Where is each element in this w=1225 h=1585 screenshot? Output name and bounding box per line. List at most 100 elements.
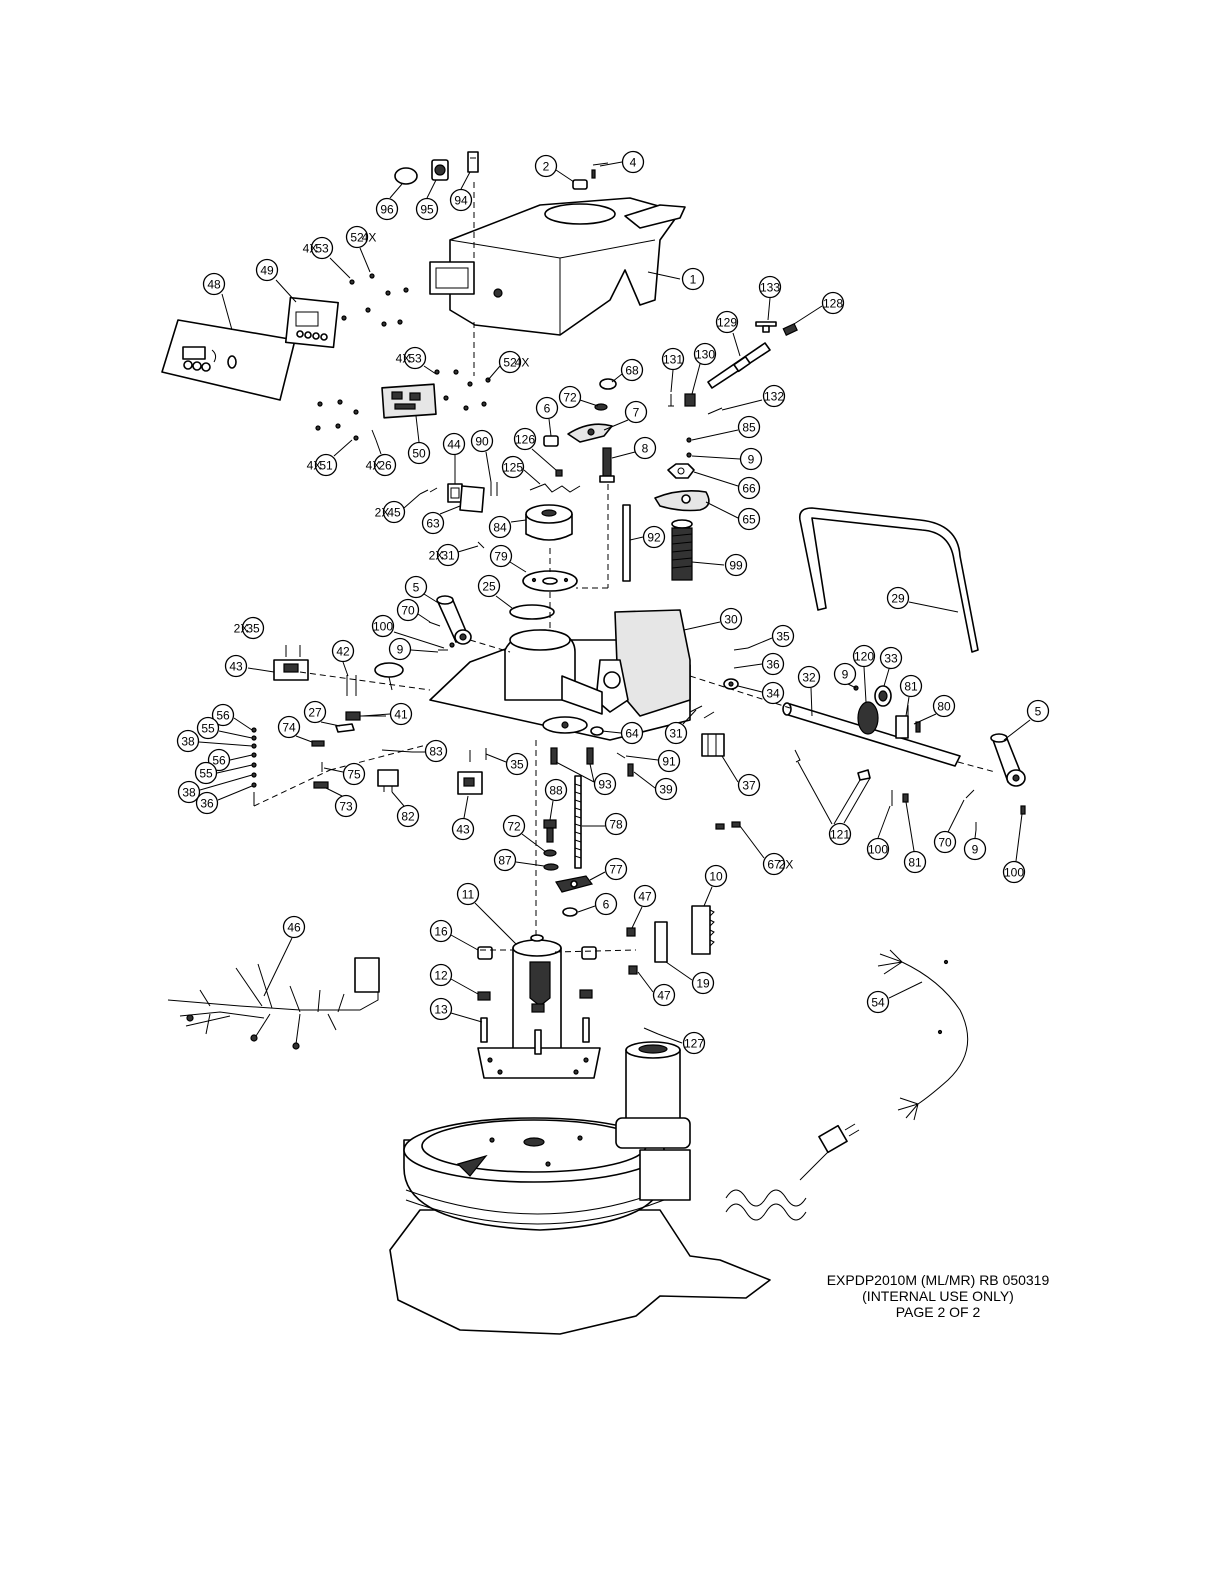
part-126-clip [555,469,563,477]
callout-88: 88 [544,778,568,802]
part-81-screw-lower [902,793,909,803]
callout-number: 67 [767,858,781,872]
callout-quantity: 2X [779,858,794,872]
callout-number: 82 [401,810,415,824]
callout-12: 12 [429,963,453,987]
callout-circle [194,761,218,785]
callout-number: 45 [387,506,401,520]
part-100-screw-right [1020,805,1026,815]
callout-number: 66 [742,482,756,496]
part-43-relay-upper [273,659,309,681]
callout-number: 38 [181,735,195,749]
part-drawings [161,151,1026,1335]
part-33-bearing [874,685,892,707]
part-6-bushing-lower [562,907,578,917]
part-64-nut [590,726,604,736]
part-10-rack [691,905,715,955]
callout-circle [544,778,568,802]
part-94-connector [467,151,479,173]
part-133-pin [755,321,777,333]
callout-circle [345,225,369,249]
callout-96: 96 [375,197,399,221]
callout-circle [375,197,399,221]
callout-number: 78 [609,818,623,832]
callout-circle [535,396,559,420]
callout-quantity: 4X [396,352,411,366]
part-25-o-ring [509,604,555,620]
callout-number: 83 [429,745,443,759]
part-12-bolts [477,989,593,1013]
part-79-spacer [522,570,578,592]
callout-number: 19 [696,977,710,991]
callout-9: 9 [739,447,763,471]
part-77-cam [555,875,594,893]
callout-number: 84 [493,521,507,535]
part-130-block [684,393,696,407]
part-47-screw-upper [626,927,636,937]
callout-circle [761,681,785,705]
callout-circle [758,275,782,299]
callout-129: 129 [715,310,739,334]
callout-36: 36 [195,791,219,815]
callout-36: 36 [761,652,785,676]
callout-number: 43 [456,823,470,837]
callout-circle [314,453,338,477]
callout-circle [652,983,676,1007]
callout-number: 33 [884,652,898,666]
callout-number: 72 [563,391,577,405]
callout-circle [342,762,366,786]
callout-circle [415,197,439,221]
callout-circle [620,721,644,745]
part-131-screw [668,394,674,407]
callout-65: 65 [737,507,761,531]
callout-4: 4 [621,150,645,174]
callout-number: 6 [544,402,551,416]
callout-number: 132 [764,390,784,404]
callout-30: 30 [719,607,743,631]
callout-93: 93 [593,772,617,796]
callout-number: 56 [212,754,226,768]
callout-circle [501,455,525,479]
callout-70: 70 [933,830,957,854]
part-121-clips [794,749,871,781]
part-31-screw-left [477,541,485,549]
callout-131: 131 [661,347,685,371]
callout-37: 37 [737,773,761,797]
callout-121: 121 [828,822,852,846]
callout-70: 70 [396,598,420,622]
callout-73: 73 [334,794,358,818]
part-44-switch [447,483,463,503]
title-block-line2: (INTERNAL USE ONLY) [862,1288,1014,1304]
part-49-display-board [284,296,339,349]
part-8-bolt [599,447,615,483]
callout-42: 42 [331,639,355,663]
callout-128: 128 [821,291,845,315]
callout-circle [470,429,494,453]
callout-31: 31 [664,721,688,745]
part-87-washer [543,863,559,871]
callout-circle [389,702,413,726]
callout-circle [498,350,522,374]
callout-35: 35 [505,752,529,776]
callout-43: 43 [451,817,475,841]
callout-circle [933,830,957,854]
callout-9: 9 [833,662,857,686]
callout-number: 53 [408,352,422,366]
callout-circle [761,652,785,676]
callout-83: 83 [424,739,448,763]
callout-circle [505,752,529,776]
callout-41: 41 [389,702,413,726]
callout-81: 81 [899,674,923,698]
callout-33: 33 [879,646,903,670]
callout-circle [691,971,715,995]
part-2-nut [572,179,588,190]
callout-circle [633,436,657,460]
callout-number: 41 [394,708,408,722]
callout-circle [828,822,852,846]
callout-circle [176,729,200,753]
callout-circle [737,476,761,500]
part-37-bracket [701,733,725,757]
callout-circle [866,837,890,861]
